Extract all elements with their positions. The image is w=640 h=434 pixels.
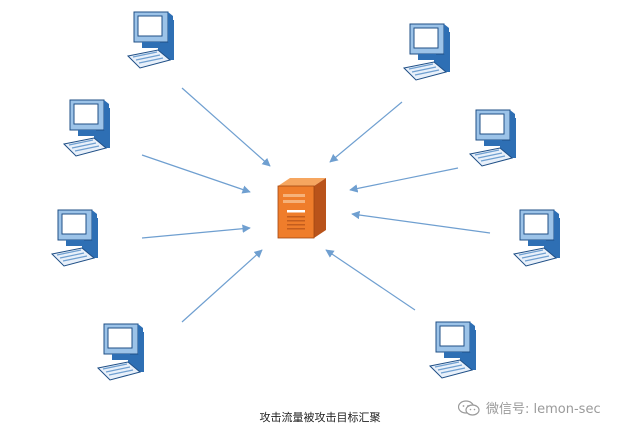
arrow-from-attacker-8 <box>325 249 416 311</box>
attacker-computer-icon-6 <box>469 109 517 167</box>
attacker-computer-icon-2 <box>63 99 111 157</box>
target-server-icon <box>277 177 327 239</box>
arrow-from-attacker-4 <box>181 249 263 323</box>
diagram-caption: 攻击流量被攻击目标汇聚 <box>259 411 381 424</box>
arrow-from-attacker-6 <box>349 167 459 193</box>
attacker-computer-icon-7 <box>513 209 561 267</box>
attacker-computer-icon-3 <box>51 209 99 267</box>
attacker-computer-icon-5 <box>403 23 451 81</box>
arrow-from-attacker-7 <box>351 210 491 234</box>
arrow-from-attacker-5 <box>329 101 403 163</box>
arrow-from-attacker-2 <box>141 154 251 194</box>
attack-arrows <box>141 87 491 323</box>
arrow-from-attacker-1 <box>181 87 271 167</box>
attacker-computer-icon-4 <box>97 323 145 381</box>
arrow-from-attacker-3 <box>141 224 251 239</box>
attacker-computer-icon-1 <box>127 11 175 69</box>
watermark-text: 微信号: lemon-sec <box>486 402 601 417</box>
wechat-icon <box>458 399 480 416</box>
attacker-computer-icon-8 <box>429 321 477 379</box>
watermark: 微信号: lemon-sec <box>458 398 601 417</box>
